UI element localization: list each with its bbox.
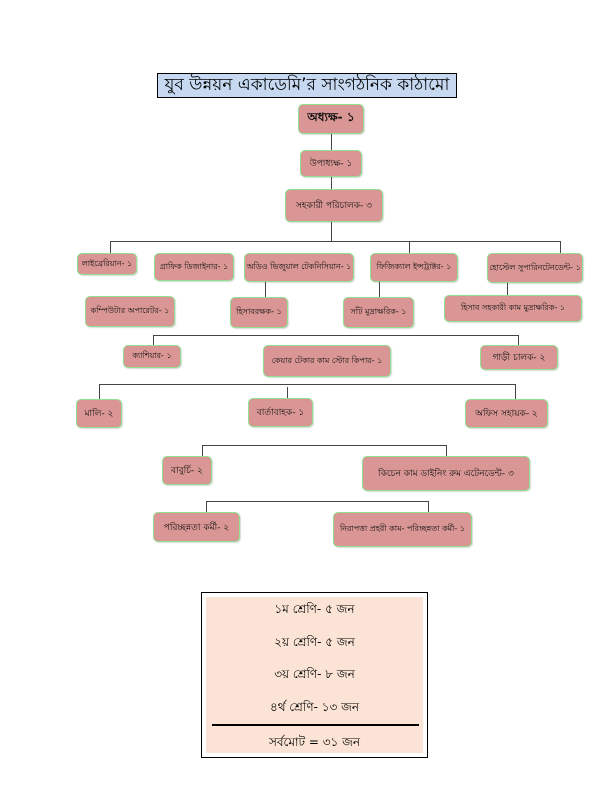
av-technician-box: অডিও ভিজুয়াল টেকনিসিয়ান- ১ — [244, 253, 354, 282]
connector — [331, 222, 332, 241]
connector — [331, 177, 332, 189]
caretaker-box: কেয়ার টেকার কাম স্টোর কিপার- ১ — [263, 345, 391, 377]
office-assistant-box: অফিস সহায়ক- ২ — [465, 399, 548, 428]
connector — [202, 445, 447, 446]
driver-box: গাড়ী চালক- ২ — [480, 345, 558, 370]
total-count: সর্বমোট = ৩১ জন — [268, 735, 361, 749]
connector — [265, 282, 266, 297]
cashier-box: ক্যাশিয়ার- ১ — [123, 345, 181, 368]
connector — [153, 335, 519, 336]
security-guard-box: নিরাপত্তা প্রহরী কাম- পরিচ্ছন্নতা কর্মী-… — [333, 512, 472, 547]
connector — [206, 501, 429, 502]
class-4-count: ৪র্থ শ্রেণি- ১৩ জন — [269, 700, 360, 714]
connector — [110, 241, 111, 254]
connector — [206, 501, 207, 512]
connector — [110, 241, 560, 242]
connector — [99, 384, 100, 399]
connector — [446, 445, 447, 456]
hostel-superintendent-box: হোস্টেল সুপারিনটেনডেন্ট- ১ — [487, 253, 583, 283]
cook-box: বাবুর্চি- ২ — [162, 456, 212, 485]
connector — [287, 387, 288, 399]
computer-operator-box: কম্পিউটার অপারেটর- ১ — [85, 296, 175, 327]
gardener-box: মালি- ২ — [76, 399, 122, 428]
director-box: অধ্যক্ষ- ১ — [298, 104, 364, 134]
class-2-count: ২য় শ্রেণি- ৫ জন — [274, 635, 355, 649]
staff-summary-box: ১ম শ্রেণি- ৫ জন ২য় শ্রেণি- ৫ জন ৩য় শ্র… — [201, 592, 428, 758]
chart-title: যুব উন্নয়ন একাডেমি’র সাংগঠনিক কাঠামো — [157, 73, 457, 98]
connector — [99, 384, 516, 385]
graphic-designer-box: গ্রাফিক ডিজাইনার- ১ — [154, 253, 234, 281]
connector — [507, 283, 508, 296]
connector — [518, 335, 519, 345]
kitchen-attendant-box: কিচেন কাম ডাইনিং রুম এটেনডেন্ট- ৩ — [362, 456, 530, 491]
cleaner-box: পরিচ্ছন্নতা কর্মী- ২ — [153, 512, 240, 542]
librarian-box: লাইব্রেরিয়ান- ১ — [77, 253, 137, 275]
asst-director-box: সহকারী পরিচালক- ৩ — [285, 189, 383, 222]
summary-divider — [212, 724, 419, 726]
connector — [560, 241, 561, 254]
connector — [153, 335, 154, 345]
connector — [202, 445, 203, 456]
stenographer-box: সাঁট মুদ্রাক্ষরিক- ১ — [343, 297, 414, 328]
connector — [331, 134, 332, 150]
accounts-assistant-box: হিসাব সহকারী কাম মুদ্রাক্ষরিক- ১ — [444, 295, 582, 322]
connector — [379, 282, 380, 297]
class-3-count: ৩য় শ্রেণি- ৮ জন — [274, 667, 355, 681]
accountant-box: হিসাবরক্ষক- ১ — [230, 297, 288, 328]
messenger-box: বার্তাবাহক- ১ — [248, 398, 313, 427]
connector — [409, 241, 410, 254]
connector — [515, 384, 516, 399]
class-1-count: ১ম শ্রেণি- ৫ জন — [274, 602, 355, 616]
physical-instructor-box: ফিজিক্যাল ইন্সট্রাক্টর- ১ — [370, 253, 458, 282]
deputy-box: উপাধ্যক্ষ- ১ — [300, 150, 362, 177]
connector — [428, 501, 429, 512]
